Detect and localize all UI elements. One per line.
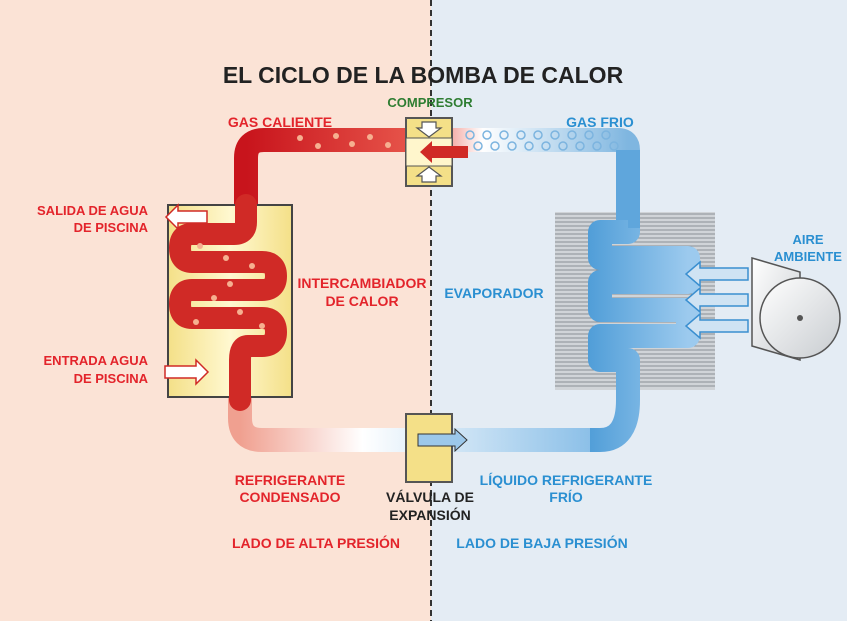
fan-icon [751,257,841,361]
label-aire-1: AIRE [792,232,823,247]
label-entrada-2: DE PISCINA [74,371,149,386]
compressor [405,117,468,187]
air-arrows [684,260,749,340]
water-in-arrow [164,358,210,386]
label-gas-caliente: GAS CALIENTE [228,114,332,130]
label-aire-2: AMBIENTE [774,249,842,264]
label-intercambiador-1: INTERCAMBIADOR [297,275,426,291]
diagram-title: EL CICLO DE LA BOMBA DE CALOR [223,62,624,88]
label-gas-frio: GAS FRIO [566,114,634,130]
label-evaporador: EVAPORADOR [444,285,543,301]
hot-bubbles [193,133,391,329]
label-salida-2: DE PISCINA [74,220,149,235]
label-refrigerante-1: REFRIGERANTE [235,472,345,488]
water-out-arrow [164,203,208,231]
label-intercambiador-2: DE CALOR [325,293,398,309]
cold-bubbles [465,130,619,151]
label-lado-alta: LADO DE ALTA PRESIÓN [232,534,400,551]
label-salida-1: SALIDA DE AGUA [37,203,149,218]
condensed-refrigerant-pipe [228,380,590,452]
label-liquido-2: FRÍO [549,489,583,505]
label-liquido-1: LÍQUIDO REFRIGERANTE [480,472,653,488]
label-refrigerante-2: CONDENSADO [239,489,340,505]
condenser-coil [169,194,287,411]
evaporator-coil [580,220,700,452]
label-valvula-2: EXPANSIÓN [389,506,470,523]
label-entrada-1: ENTRADA AGUA [44,353,149,368]
label-lado-baja: LADO DE BAJA PRESIÓN [456,534,627,551]
label-valvula-1: VÁLVULA DE [386,489,474,505]
expansion-valve [405,413,468,483]
label-compresor: COMPRESOR [387,95,473,110]
